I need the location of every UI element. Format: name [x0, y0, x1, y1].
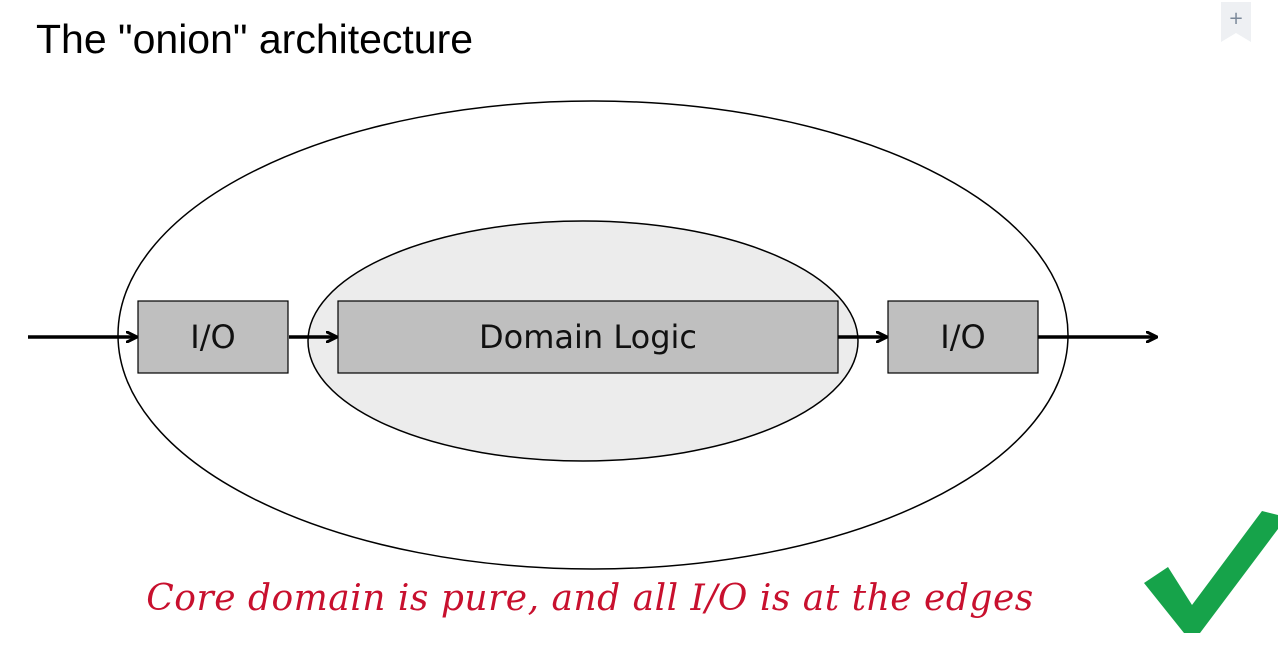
- bookmark-add-icon: +: [1221, 2, 1251, 42]
- output-io-box: [887, 300, 1039, 374]
- caption-text: Core domain is pure, and all I/O is at t…: [146, 578, 1034, 619]
- bookmark-plus-glyph: +: [1228, 8, 1243, 29]
- slide-title: The "onion" architecture: [36, 16, 474, 62]
- input-io-box: [137, 300, 289, 374]
- output-io-label: I/O: [940, 318, 985, 356]
- domain-logic-box: [337, 300, 839, 374]
- add-bookmark-button[interactable]: +: [1221, 2, 1251, 42]
- checkmark-icon: [1144, 511, 1278, 633]
- input-io-label: I/O: [190, 318, 235, 356]
- domain-logic-label: Domain Logic: [479, 318, 697, 356]
